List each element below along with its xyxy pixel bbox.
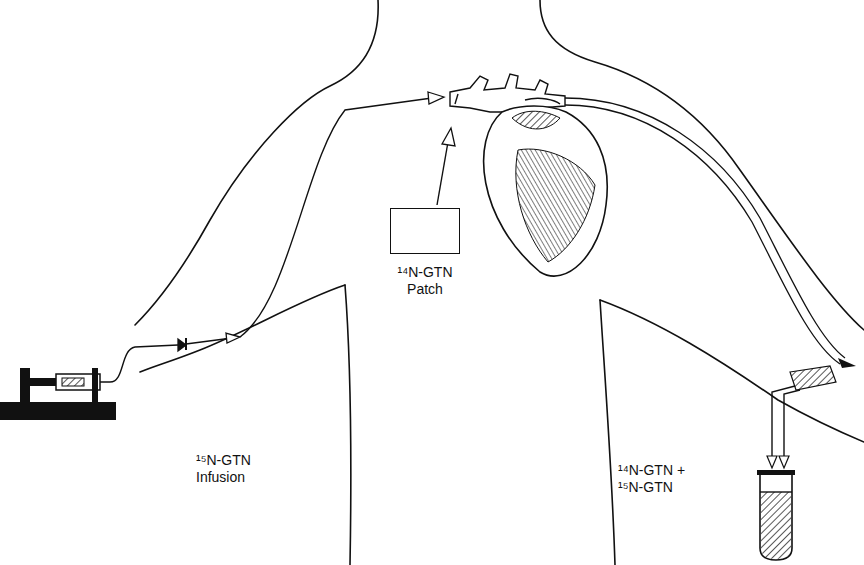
body-outline <box>345 285 351 565</box>
patch-node: ¹⁴N-GTN Patch <box>380 208 470 298</box>
body-outline <box>135 0 378 325</box>
heart <box>484 106 608 276</box>
compound-label: ¹⁵N-GTN Infusion <box>196 452 288 486</box>
artery-line <box>565 98 845 364</box>
flow-arrowhead <box>767 456 789 468</box>
compound-label: ¹⁴N-GTN + ¹⁵N-GTN <box>618 462 714 496</box>
sample-tube <box>757 470 795 560</box>
flow-arrowhead <box>838 358 856 368</box>
sampling-site <box>790 366 836 390</box>
body-outline <box>600 300 864 442</box>
body-outline <box>140 285 345 372</box>
patch-arrow <box>437 128 455 205</box>
patch-outline <box>390 208 460 254</box>
infusion-line <box>110 98 432 382</box>
sampling-line <box>772 386 800 458</box>
label-holder: ¹⁴N-GTN + ¹⁵N-GTN <box>618 462 714 496</box>
body-outline <box>600 300 615 565</box>
syringe-pump <box>0 368 116 420</box>
patch-label: ¹⁴N-GTN Patch <box>380 264 470 298</box>
label-holder: ¹⁵N-GTN Infusion <box>196 452 288 486</box>
